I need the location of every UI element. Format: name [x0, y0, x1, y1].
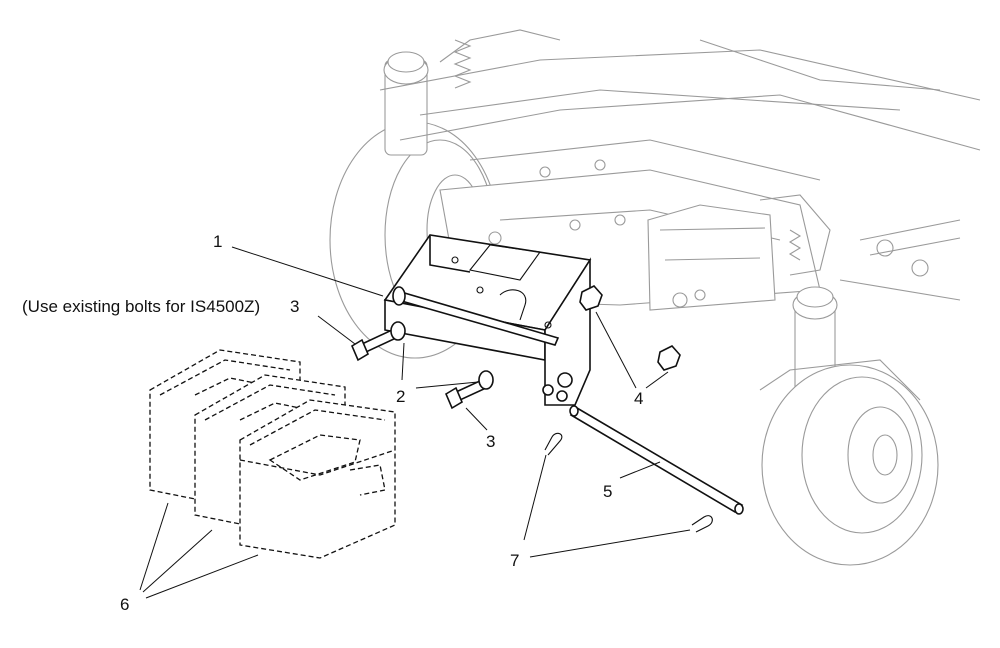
- callout-2: 2: [396, 387, 406, 406]
- leader-7b: [529, 529, 691, 558]
- right-caster-wheel: [761, 364, 939, 566]
- leader-2a: [401, 342, 405, 381]
- leader-lines: [139, 246, 691, 599]
- leader-4a: [595, 311, 637, 389]
- callout-1: 1: [213, 232, 223, 251]
- callout-6: 6: [120, 595, 130, 614]
- clip-part-7-right: [691, 515, 713, 533]
- washer-part-2-lower: [478, 370, 494, 390]
- leader-5: [619, 461, 661, 479]
- callout-3-upper: 3: [290, 297, 300, 316]
- callout-5: 5: [603, 482, 613, 501]
- leader-3a: [317, 315, 356, 345]
- pin-part-5: [569, 405, 744, 515]
- weight-bracket-part-1: [383, 234, 592, 406]
- bolt-part-3-lower: [444, 378, 488, 410]
- nut-part-4-upper: [579, 285, 603, 311]
- leader-2b: [415, 381, 479, 389]
- leader-7a: [523, 454, 547, 541]
- note-existing-bolts: (Use existing bolts for IS4500Z): [22, 297, 261, 316]
- callout-4: 4: [634, 389, 644, 408]
- callout-7: 7: [510, 551, 520, 570]
- leader-6b: [142, 529, 213, 593]
- washer-part-2-upper: [390, 321, 406, 341]
- leader-3b: [465, 407, 488, 431]
- callout-3-lower: 3: [486, 432, 496, 451]
- leader-6c: [145, 554, 259, 599]
- leader-4b: [645, 371, 669, 389]
- nut-part-4-lower: [657, 345, 681, 371]
- leader-6a: [139, 502, 169, 591]
- weights-part-6: [149, 349, 396, 559]
- leader-1: [231, 246, 384, 297]
- clip-part-7-left: [544, 432, 563, 456]
